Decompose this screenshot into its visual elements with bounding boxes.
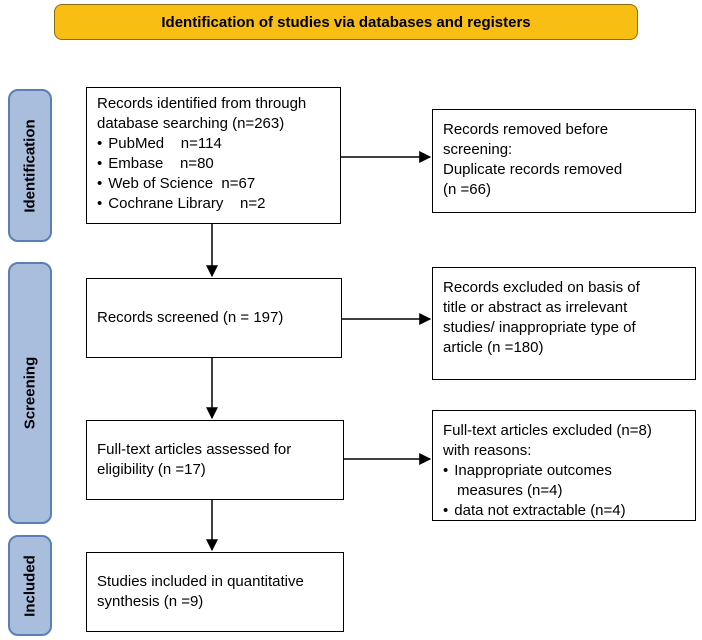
phase-screening: Screening [8, 262, 52, 524]
phase-included: Included [8, 535, 52, 636]
box-line: Records excluded on basis of [443, 279, 640, 296]
database-list: PubMed n=114 Embase n=80 Web of Science … [97, 134, 330, 214]
database-item: Web of Science n=67 [97, 174, 330, 194]
box-line: article (n =180) [443, 339, 544, 356]
database-item: PubMed n=114 [97, 134, 330, 154]
database-item: Embase n=80 [97, 154, 330, 174]
diagram-header: Identification of studies via databases … [54, 4, 638, 40]
box-line: Studies included in quantitative [97, 573, 304, 590]
box-line: Records removed before [443, 121, 609, 138]
box-line: (n =66) [443, 181, 491, 198]
records-identified-box: Records identified from through database… [86, 87, 341, 224]
box-line: Records identified from through [97, 95, 307, 112]
records-removed-box: Records removed before screening: Duplic… [432, 109, 696, 213]
box-line: synthesis (n =9) [97, 593, 204, 610]
exclusion-reasons-list: Inappropriate outcomes measures (n=4) da… [443, 461, 685, 521]
fulltext-excluded-box: Full-text articles excluded (n=8) with r… [432, 410, 696, 521]
box-line: Full-text articles assessed for [97, 441, 292, 458]
box-line: Records screened (n = 197) [97, 309, 284, 326]
box-line: eligibility (n =17) [97, 461, 206, 478]
records-screened-box: Records screened (n = 197) [86, 278, 342, 358]
box-line: Full-text articles excluded (n=8) [443, 422, 652, 439]
phase-identification: Identification [8, 89, 52, 242]
box-line: database searching (n=263) [97, 115, 285, 132]
database-item: Cochrane Library n=2 [97, 194, 330, 214]
box-line: studies/ inappropriate type of [443, 319, 636, 336]
exclusion-reason-item: data not extractable (n=4) [443, 501, 685, 521]
box-line: title or abstract as irrelevant [443, 299, 628, 316]
exclusion-reason-item: Inappropriate outcomes measures (n=4) [443, 461, 657, 501]
box-line: Duplicate records removed [443, 161, 623, 178]
records-excluded-box: Records excluded on basis of title or ab… [432, 267, 696, 380]
header-title: Identification of studies via databases … [161, 13, 531, 31]
fulltext-assessed-box: Full-text articles assessed for eligibil… [86, 420, 344, 500]
studies-included-box: Studies included in quantitative synthes… [86, 552, 344, 632]
box-line: screening: [443, 141, 513, 158]
box-line: with reasons: [443, 442, 532, 459]
